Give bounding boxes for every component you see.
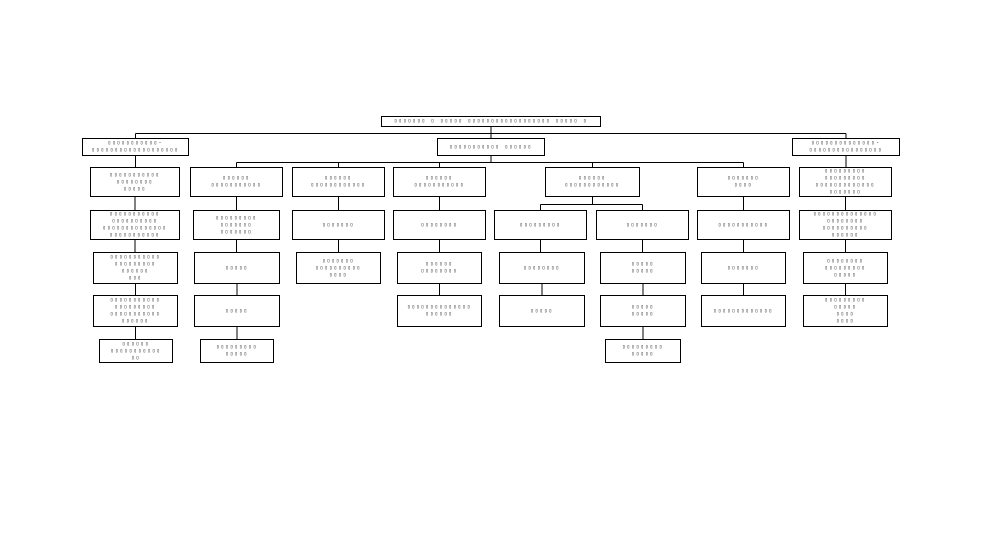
org-node-label: ▯▯▯▯▯▯▯ ▯ ▯▯▯▯▯ ▯▯▯▯▯▯▯▯▯▯▯▯▯▯▯▯▯▯ ▯▯▯▯▯… xyxy=(394,118,588,124)
org-node-label: ▯▯▯▯▯▯▯▯▯▯▯ ▯▯▯▯▯▯▯▯▯▯ ▯▯▯▯▯▯▯▯▯▯▯▯▯▯ ▯▯… xyxy=(102,211,168,238)
org-node-a4: ▯▯▯▯▯▯▯▯▯▯▯ ▯▯▯▯▯▯▯▯▯ ▯▯▯▯▯▯▯▯▯▯▯ ▯▯▯▯▯▯ xyxy=(93,295,178,327)
org-node-e7: ▯▯▯▯▯ ▯▯▯▯▯ xyxy=(600,295,686,327)
org-node-label: ▯▯▯▯▯▯▯▯ xyxy=(523,264,561,271)
org-node-d3: ▯▯▯▯▯▯ ▯▯▯▯▯▯▯▯ xyxy=(397,252,482,284)
org-node-e1: ▯▯▯▯▯▯ ▯▯▯▯▯▯▯▯▯▯▯▯ xyxy=(545,167,640,197)
org-node-label: ▯▯▯▯▯▯▯▯▯ ▯▯▯▯▯ ▯▯▯▯ ▯▯▯▯ xyxy=(824,297,867,324)
org-node-a5: ▯▯▯▯▯▯ ▯▯▯▯▯▯▯▯▯▯▯ ▯▯ xyxy=(99,339,173,363)
org-node-label: ▯▯▯▯▯▯▯▯▯▯▯▯▯▯- ▯▯▯▯▯▯▯▯▯▯▯▯▯▯▯▯ xyxy=(809,140,883,153)
org-node-label: ▯▯▯▯▯▯▯▯▯▯▯ ▯▯▯▯▯▯ xyxy=(449,143,533,150)
org-node-label: ▯▯▯▯▯▯▯ xyxy=(727,264,760,271)
org-node-e4: ▯▯▯▯▯▯▯▯ xyxy=(499,252,585,284)
org-node-g3: ▯▯▯▯▯▯▯▯ ▯▯▯▯▯▯▯▯▯ ▯▯▯▯▯ xyxy=(803,252,888,284)
org-node-label: ▯▯▯▯▯▯ ▯▯▯▯▯▯▯▯▯▯▯▯ xyxy=(310,175,367,188)
org-node-label: ▯▯▯▯▯▯▯▯ ▯▯▯▯▯▯▯▯▯ ▯▯▯▯▯ xyxy=(824,257,867,278)
org-node-label: ▯▯▯▯▯▯▯▯▯ ▯▯▯▯▯▯▯ ▯▯▯▯▯▯▯ xyxy=(215,214,258,235)
org-node-label: ▯▯▯▯▯ xyxy=(225,264,249,271)
org-node-label: ▯▯▯▯▯▯▯▯▯▯▯▯▯ xyxy=(713,307,774,314)
org-node-root: ▯▯▯▯▯▯▯ ▯ ▯▯▯▯▯ ▯▯▯▯▯▯▯▯▯▯▯▯▯▯▯▯▯▯ ▯▯▯▯▯… xyxy=(381,116,601,127)
org-node-g4: ▯▯▯▯▯▯▯▯▯ ▯▯▯▯▯ ▯▯▯▯ ▯▯▯▯ xyxy=(803,295,888,327)
org-node-c1: ▯▯▯▯▯▯ ▯▯▯▯▯▯▯▯▯▯▯▯ xyxy=(292,167,385,197)
org-node-e8: ▯▯▯▯▯▯▯▯▯ ▯▯▯▯▯ xyxy=(605,339,681,363)
org-node-label: ▯▯▯▯▯▯▯▯▯ ▯▯▯▯▯▯▯▯▯ ▯▯▯▯▯▯▯▯▯▯▯▯▯ ▯▯▯▯▯▯… xyxy=(815,168,876,195)
org-node-a1: ▯▯▯▯▯▯▯▯▯▯▯ ▯▯▯▯▯▯▯▯ ▯▯▯▯▯ xyxy=(90,167,180,197)
org-node-label: ▯▯▯▯▯▯ ▯▯▯▯▯▯▯▯▯▯▯▯ xyxy=(564,175,621,188)
org-node-b4: ▯▯▯▯▯ xyxy=(194,295,280,327)
org-node-f2: ▯▯▯▯▯▯▯▯▯▯▯ xyxy=(697,210,790,240)
org-node-r: ▯▯▯▯▯▯▯▯▯▯▯▯▯▯- ▯▯▯▯▯▯▯▯▯▯▯▯▯▯▯▯ xyxy=(792,138,900,156)
org-node-label: ▯▯▯▯▯▯▯▯▯▯▯▯▯▯ ▯▯▯▯▯▯ xyxy=(407,304,472,317)
org-node-e2: ▯▯▯▯▯▯▯▯▯ xyxy=(494,210,587,240)
org-node-b2: ▯▯▯▯▯▯▯▯▯ ▯▯▯▯▯▯▯ ▯▯▯▯▯▯▯ xyxy=(193,210,280,240)
org-node-f1: ▯▯▯▯▯▯▯ ▯▯▯▯ xyxy=(697,167,790,197)
org-node-label: ▯▯▯▯▯▯▯ xyxy=(626,221,659,228)
org-node-label: ▯▯▯▯▯▯▯ ▯▯▯▯▯▯▯▯▯▯ ▯▯▯▯ xyxy=(315,257,362,278)
org-node-label: ▯▯▯▯▯▯▯▯▯▯▯ ▯▯▯▯▯▯▯▯▯ ▯▯▯▯▯▯▯▯▯▯▯ ▯▯▯▯▯▯ xyxy=(110,297,161,324)
org-node-c2: ▯▯▯▯▯▯▯ xyxy=(292,210,385,240)
org-node-label: ▯▯▯▯▯▯ ▯▯▯▯▯▯▯▯▯▯▯ ▯▯ xyxy=(110,340,162,361)
org-node-label: ▯▯▯▯▯▯ ▯▯▯▯▯▯▯▯▯▯▯ xyxy=(211,175,262,188)
org-node-c3: ▯▯▯▯▯▯▯ ▯▯▯▯▯▯▯▯▯▯ ▯▯▯▯ xyxy=(296,252,381,284)
org-node-b3: ▯▯▯▯▯ xyxy=(194,252,280,284)
org-node-d4: ▯▯▯▯▯▯▯▯▯▯▯▯▯▯ ▯▯▯▯▯▯ xyxy=(397,295,482,327)
org-node-g2: ▯▯▯▯▯▯▯▯▯▯▯▯▯▯ ▯▯▯▯▯▯▯▯ ▯▯▯▯▯▯▯▯▯▯ ▯▯▯▯▯… xyxy=(799,210,892,240)
org-node-label: ▯▯▯▯▯▯▯▯ xyxy=(421,221,458,228)
org-node-label: ▯▯▯▯▯▯▯▯▯▯▯▯▯▯ ▯▯▯▯▯▯▯▯ ▯▯▯▯▯▯▯▯▯▯ ▯▯▯▯▯… xyxy=(813,211,878,238)
org-node-b1: ▯▯▯▯▯▯ ▯▯▯▯▯▯▯▯▯▯▯ xyxy=(190,167,283,197)
org-node-label: ▯▯▯▯▯ ▯▯▯▯▯ xyxy=(631,261,655,274)
org-node-e3: ▯▯▯▯▯▯▯ xyxy=(596,210,689,240)
org-node-f3: ▯▯▯▯▯▯▯ xyxy=(701,252,786,284)
org-node-label: ▯▯▯▯▯▯ ▯▯▯▯▯▯▯▯ xyxy=(421,261,458,274)
org-node-l: ▯▯▯▯▯▯▯▯▯▯▯- ▯▯▯▯▯▯▯▯▯▯▯▯▯▯▯▯▯▯▯ xyxy=(82,138,189,156)
org-node-label: ▯▯▯▯▯ ▯▯▯▯▯ xyxy=(631,304,655,317)
org-node-label: ▯▯▯▯▯ xyxy=(530,307,554,314)
org-node-e6: ▯▯▯▯▯ ▯▯▯▯▯ xyxy=(600,252,686,284)
org-node-d1: ▯▯▯▯▯▯ ▯▯▯▯▯▯▯▯▯▯▯ xyxy=(393,167,486,197)
org-node-label: ▯▯▯▯▯▯▯▯▯▯▯ xyxy=(718,221,769,228)
org-node-label: ▯▯▯▯▯▯▯▯▯▯▯- ▯▯▯▯▯▯▯▯▯▯▯▯▯▯▯▯▯▯▯ xyxy=(91,140,180,153)
org-node-label: ▯▯▯▯▯▯▯ ▯▯▯▯ xyxy=(727,175,760,188)
org-node-label: ▯▯▯▯▯▯ ▯▯▯▯▯▯▯▯▯▯▯ xyxy=(414,175,465,188)
org-node-f4: ▯▯▯▯▯▯▯▯▯▯▯▯▯ xyxy=(701,295,786,327)
org-node-label: ▯▯▯▯▯▯▯ xyxy=(322,221,355,228)
org-node-label: ▯▯▯▯▯ xyxy=(225,307,249,314)
org-node-label: ▯▯▯▯▯▯▯▯▯▯▯ ▯▯▯▯▯▯▯▯▯ ▯▯▯▯▯▯ ▯▯▯ xyxy=(110,254,161,281)
org-node-label: ▯▯▯▯▯▯▯▯▯ xyxy=(519,221,562,228)
org-node-label: ▯▯▯▯▯▯▯▯▯ ▯▯▯▯▯ xyxy=(216,344,258,357)
org-node-a3: ▯▯▯▯▯▯▯▯▯▯▯ ▯▯▯▯▯▯▯▯▯ ▯▯▯▯▯▯ ▯▯▯ xyxy=(93,252,178,284)
org-node-e5: ▯▯▯▯▯ xyxy=(499,295,585,327)
org-node-label: ▯▯▯▯▯▯▯▯▯▯▯ ▯▯▯▯▯▯▯▯ ▯▯▯▯▯ xyxy=(109,171,161,192)
org-node-g1: ▯▯▯▯▯▯▯▯▯ ▯▯▯▯▯▯▯▯▯ ▯▯▯▯▯▯▯▯▯▯▯▯▯ ▯▯▯▯▯▯… xyxy=(799,167,892,197)
org-node-c: ▯▯▯▯▯▯▯▯▯▯▯ ▯▯▯▯▯▯ xyxy=(437,138,545,156)
org-node-b5: ▯▯▯▯▯▯▯▯▯ ▯▯▯▯▯ xyxy=(200,339,274,363)
org-node-a2: ▯▯▯▯▯▯▯▯▯▯▯ ▯▯▯▯▯▯▯▯▯▯ ▯▯▯▯▯▯▯▯▯▯▯▯▯▯ ▯▯… xyxy=(90,210,180,240)
org-node-label: ▯▯▯▯▯▯▯▯▯ ▯▯▯▯▯ xyxy=(622,344,664,357)
org-node-d2: ▯▯▯▯▯▯▯▯ xyxy=(393,210,486,240)
